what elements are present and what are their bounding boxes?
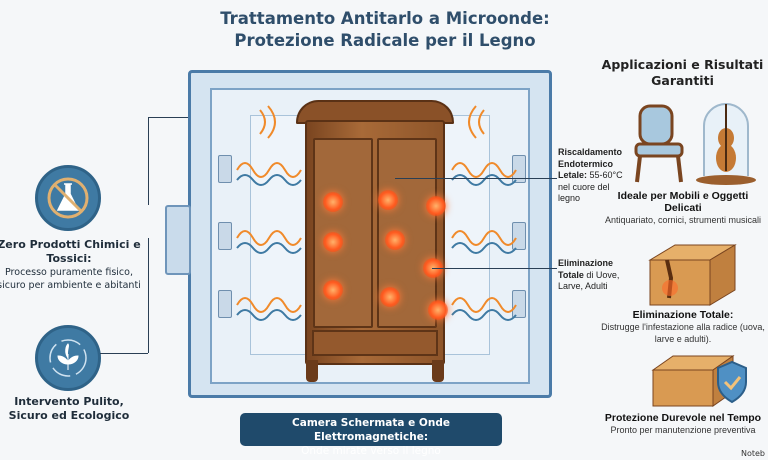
- callout-elim-title: Eliminazione Totale: [558, 258, 614, 280]
- page-title: Trattamento Antitarlo a Microonde: Prote…: [150, 8, 620, 52]
- wardrobe-door-left: [313, 138, 373, 328]
- leaf-eco-icon: [35, 325, 101, 391]
- wardrobe-leg: [306, 360, 318, 382]
- no-chemicals-icon: [35, 165, 101, 231]
- caption-subtitle: Onde mirate verso il legno: [301, 445, 441, 457]
- feature-title: Zero Prodotti Chimici e Tossici:: [0, 238, 141, 265]
- emitter-icon: [218, 290, 232, 318]
- wardrobe-leg: [432, 360, 444, 382]
- connector: [148, 117, 188, 118]
- emitter-icon: [512, 290, 526, 318]
- callout-heat-text: 55-60°C nel cuore del legno: [558, 170, 623, 203]
- app-desc: Pronto per manutenzione preventiva: [610, 425, 756, 435]
- title-line-1: Trattamento Antitarlo a Microonde:: [220, 9, 550, 28]
- callout-line: [395, 178, 557, 179]
- electromagnetic-waves: [236, 105, 517, 321]
- callout-heat-title: Riscaldamento Endotermico Letale:: [558, 147, 623, 180]
- emitter-icon: [512, 155, 526, 183]
- connector: [100, 353, 148, 354]
- caption-title: Camera Schermata e Onde Elettromagnetich…: [292, 417, 450, 443]
- feature-title: Intervento Pulito, Sicuro ed Ecologico: [8, 395, 130, 422]
- emitter-icon: [218, 222, 232, 250]
- heat-spot: [426, 196, 446, 216]
- heat-spot: [323, 280, 343, 300]
- wardrobe-drawer: [312, 330, 438, 356]
- app-title: Protezione Durevole nel Tempo: [604, 412, 762, 424]
- right-heading: Applicazioni e Risultati Garantiti: [601, 57, 764, 88]
- heat-spot: [323, 232, 343, 252]
- app-desc: Antiquariato, cornici, strumenti musical…: [604, 215, 762, 225]
- app-desc: Distrugge l'infestazione alla radice (uo…: [601, 322, 765, 344]
- callout-elim-text: di Uove, Larve, Adulti: [558, 269, 620, 292]
- app-total-elimination: Eliminazione Totale: Distrugge l'infesta…: [600, 309, 766, 345]
- feature-eco: Intervento Pulito, Sicuro ed Ecologico: [0, 395, 144, 423]
- app-durable-protection: Protezione Durevole nel Tempo Pronto per…: [600, 412, 766, 436]
- heat-spot: [323, 192, 343, 212]
- callout-line: [432, 268, 557, 269]
- heat-spot: [385, 230, 405, 250]
- brand-watermark: Noteb: [740, 449, 765, 458]
- antique-chair-violin-icon: [634, 103, 756, 185]
- callout-heat: Riscaldamento Endotermico Letale: 55-60°…: [558, 147, 628, 205]
- chamber-caption: Camera Schermata e Onde Elettromagnetich…: [240, 413, 502, 457]
- heat-spot: [428, 300, 448, 320]
- title-line-2: Protezione Radicale per il Legno: [234, 31, 536, 50]
- connector: [148, 117, 149, 205]
- cracked-wood-block-icon: [648, 244, 737, 306]
- feature-no-chemicals: Zero Prodotti Chimici e Tossici: Process…: [0, 238, 144, 292]
- wood-chest-shield-icon: [651, 355, 747, 407]
- emitter-icon: [218, 155, 232, 183]
- emitter-icon: [512, 222, 526, 250]
- heat-spot: [378, 190, 398, 210]
- callout-elimination: Eliminazione Totale di Uove, Larve, Adul…: [558, 258, 628, 293]
- app-title: Ideale per Mobili e Oggetti Delicati: [617, 190, 749, 214]
- control-panel: [165, 205, 191, 275]
- feature-desc: Processo puramente fisico, sicuro per am…: [0, 267, 141, 291]
- heat-spot: [380, 287, 400, 307]
- connector: [148, 238, 149, 353]
- app-delicate-objects: Ideale per Mobili e Oggetti Delicati Ant…: [600, 190, 766, 226]
- app-title: Eliminazione Totale:: [632, 309, 734, 321]
